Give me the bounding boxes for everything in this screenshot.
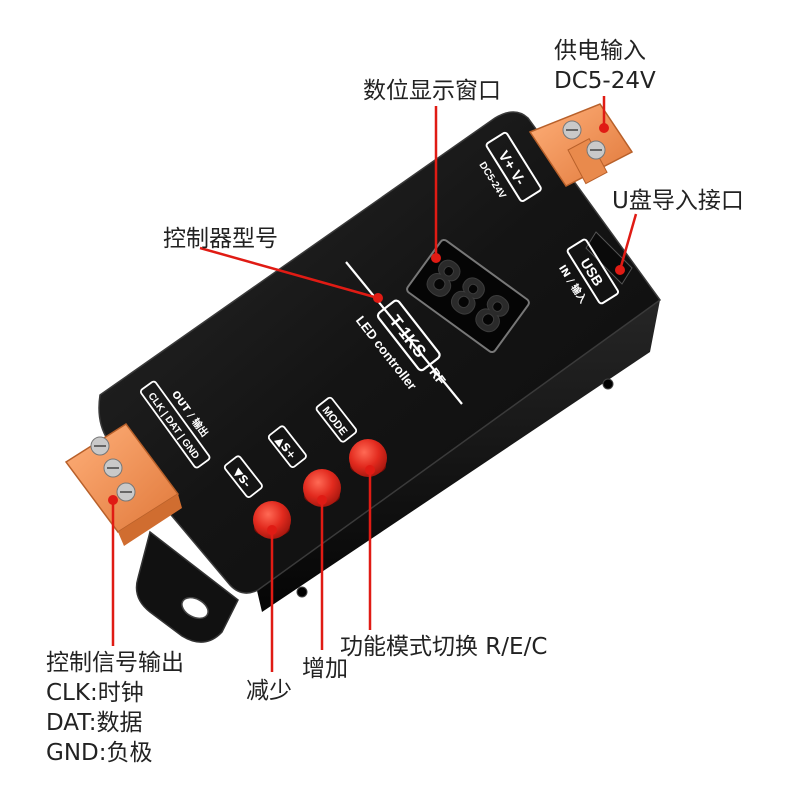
divider-line [345, 261, 463, 405]
side-screw [602, 378, 614, 390]
label-dat: DAT:数据 [46, 710, 143, 736]
label-gnd: GND:负极 [46, 740, 153, 766]
mounting-tab [135, 530, 239, 643]
label-usb-port: U盘导入接口 [612, 188, 744, 214]
label-increase: 增加 [302, 656, 348, 682]
label-controller-model: 控制器型号 [163, 226, 278, 252]
label-power-input: 供电输入 [554, 38, 646, 64]
callout-usb [618, 213, 638, 271]
output-terminal [64, 422, 182, 546]
case-top [98, 111, 662, 594]
label-power-voltage: DC5-24V [554, 68, 656, 94]
side-screw [296, 586, 308, 598]
callout-model [199, 246, 379, 300]
label-signal-output: 控制信号输出 [46, 650, 184, 676]
mounting-hole [181, 596, 209, 620]
callout-lines [111, 96, 638, 672]
callout-dots [108, 123, 625, 535]
label-decrease: 减少 [246, 678, 292, 704]
label-digital-display: 数位显示窗口 [363, 78, 501, 104]
label-clk: CLK:时钟 [46, 680, 144, 706]
label-mode-switch: 功能模式切换 R/E/C [340, 634, 548, 660]
